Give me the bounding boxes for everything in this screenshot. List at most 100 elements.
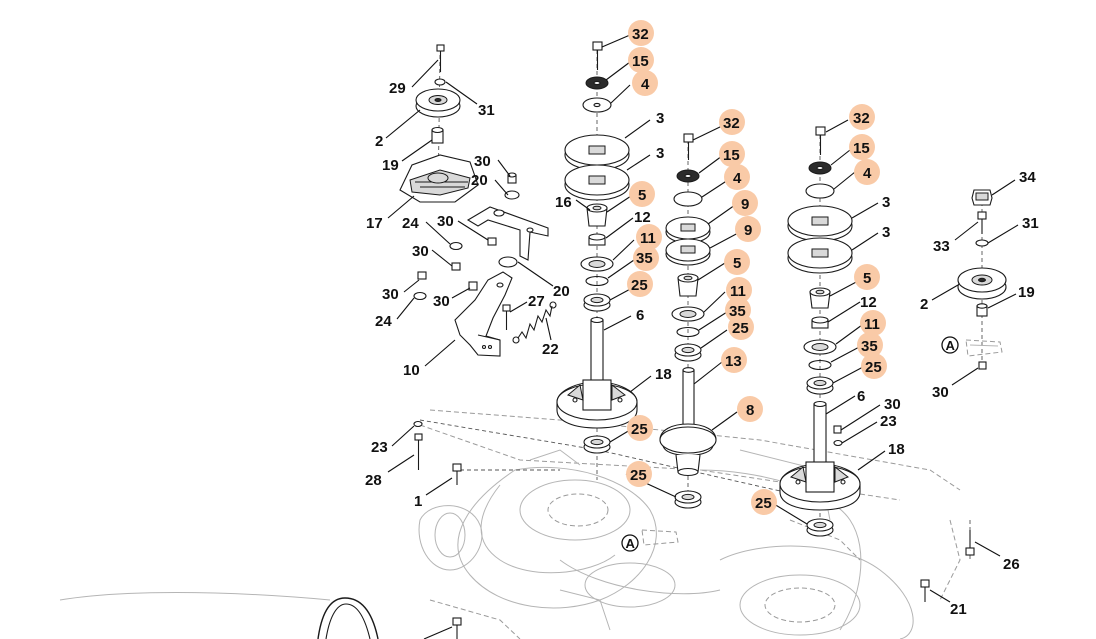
part-label-22: 22 [542, 341, 559, 358]
part-labels: 29 31 2 19 17 30 20 24 30 30 30 30 20 27… [365, 26, 1039, 618]
nut-30-right-idler [978, 361, 987, 370]
reference-marker-a-center: A [621, 534, 639, 552]
part-label-30: 30 [412, 243, 429, 260]
part-label-35: 35 [861, 338, 878, 355]
pulley-9-middle-bottom [665, 238, 711, 266]
part-label-34: 34 [1019, 169, 1036, 186]
pulley-2-right [957, 267, 1007, 300]
seal-11-middle [671, 306, 705, 322]
part-label-6: 6 [857, 388, 865, 405]
washer-4-right [805, 183, 835, 199]
part-label-30: 30 [433, 293, 450, 310]
nut-30-b [487, 237, 497, 246]
part-label-26: 26 [1003, 556, 1020, 573]
washer-20-a [504, 190, 520, 200]
bracket-detail-a [965, 339, 1003, 357]
part-label-25: 25 [631, 421, 648, 438]
washer-31 [434, 78, 446, 86]
washer-4-middle [673, 191, 703, 207]
hub-5-left [586, 203, 608, 227]
part-label-30: 30 [437, 213, 454, 230]
hub-5-right [809, 287, 831, 309]
leader-lines [385, 34, 1019, 639]
pulley-3-right-top [787, 205, 853, 242]
mounting-bracket-10 [454, 271, 513, 357]
sleeve-12-left [588, 233, 606, 246]
part-label-5: 5 [638, 187, 646, 204]
part-label-24: 24 [375, 313, 392, 330]
bolt-28 [414, 433, 423, 470]
part-label-8: 8 [746, 402, 754, 419]
spacer-19-right [976, 303, 988, 317]
part-label-15: 15 [723, 147, 740, 164]
bolt-32-right [815, 126, 826, 155]
pulley-3-right-bottom [787, 237, 853, 274]
washer-23-right [833, 439, 843, 447]
bolt-32-left [592, 41, 603, 70]
part-label-32: 32 [853, 110, 870, 127]
part-label-25: 25 [755, 495, 772, 512]
part-label-27: 27 [528, 293, 545, 310]
idler-assembly-right [641, 189, 1007, 546]
oring-35-left [585, 275, 609, 287]
part-label-9: 9 [741, 196, 749, 213]
housing-18-right [779, 461, 861, 511]
loose-fasteners [413, 420, 975, 639]
part-label-35: 35 [729, 303, 746, 320]
shaft-6-left [590, 316, 604, 391]
bearing-25-left-bottom [583, 435, 611, 454]
part-label-2: 2 [920, 296, 928, 313]
part-label-15: 15 [632, 53, 649, 70]
spacer-19-left [431, 126, 444, 144]
part-label-32: 32 [723, 115, 740, 132]
part-label-33: 33 [933, 238, 950, 255]
idler-arm [466, 206, 549, 261]
part-label-24: 24 [402, 215, 419, 232]
bearing-25-right-top [806, 376, 834, 395]
part-label-5: 5 [733, 255, 741, 272]
part-label-19: 19 [1018, 284, 1035, 301]
spindle-assembly-left [556, 41, 638, 454]
part-label-13: 13 [725, 353, 742, 370]
part-label-20: 20 [471, 172, 488, 189]
part-label-31: 31 [1022, 215, 1039, 232]
bearing-25-right-bottom [806, 518, 834, 537]
oring-35-middle [676, 326, 700, 338]
part-label-30: 30 [932, 384, 949, 401]
part-label-11: 11 [864, 316, 880, 333]
washer-24-b [413, 291, 427, 301]
part-label-12: 12 [860, 294, 877, 311]
part-label-30: 30 [474, 153, 491, 170]
hub-5-middle [677, 273, 699, 297]
part-label-2: 2 [375, 133, 383, 150]
nut-30-d [417, 271, 427, 280]
washer-23-left [413, 420, 423, 428]
pulley-2-left [415, 88, 461, 118]
bolt-32-middle [683, 133, 694, 160]
mower-deck-outline [59, 409, 961, 639]
part-label-18: 18 [888, 441, 905, 458]
bearing-25-left-top [583, 293, 611, 312]
part-label-1: 1 [414, 493, 422, 510]
part-label-23: 23 [880, 413, 897, 430]
part-label-20: 20 [553, 283, 570, 300]
part-label-16: 16 [555, 194, 572, 211]
seal-11-left [580, 256, 614, 272]
svg-text:A: A [946, 338, 956, 353]
pulley-3-left-bottom [564, 164, 630, 201]
part-label-19: 19 [382, 157, 399, 174]
seal-11-right [803, 339, 837, 355]
reference-marker-a-right: A [941, 336, 959, 354]
spindle-assembly-right [779, 126, 861, 537]
part-label-3: 3 [882, 224, 890, 241]
part-label-21: 21 [950, 601, 967, 618]
part-label-28: 28 [365, 472, 382, 489]
part-label-4: 4 [733, 170, 742, 187]
part-label-30: 30 [382, 286, 399, 303]
bolt-21 [920, 579, 930, 602]
part-label-31: 31 [478, 102, 495, 119]
cap-34 [971, 189, 993, 206]
part-label-15: 15 [853, 140, 870, 157]
bolt-1 [452, 463, 462, 485]
